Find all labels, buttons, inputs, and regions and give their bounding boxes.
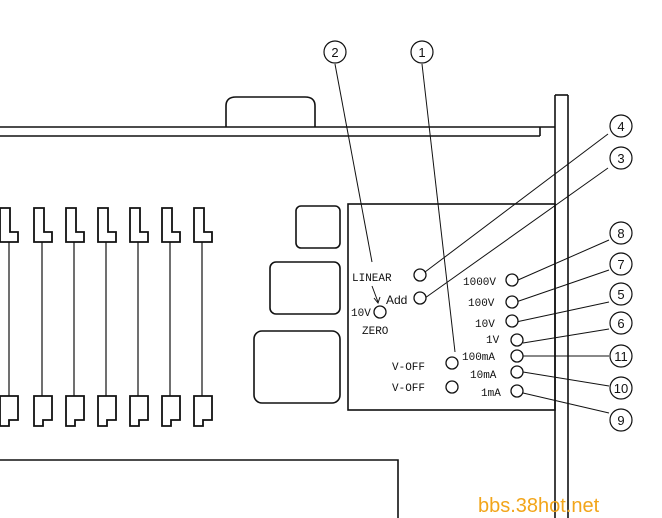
- callout-6-label: 6: [617, 316, 624, 331]
- square-button-middle: [269, 261, 341, 315]
- callout-11: 11: [609, 344, 633, 368]
- callout-4: 4: [609, 114, 633, 138]
- leader-5: [515, 301, 610, 323]
- callout-3: 3: [609, 146, 633, 170]
- callout-7: 7: [609, 252, 633, 276]
- range-labels: 1000V 100V 10V 1V 100mA 10mA 1mA: [462, 277, 501, 400]
- callout-8-label: 8: [617, 226, 624, 241]
- callout-2: 2: [323, 40, 347, 64]
- range-100v-label: 100V: [468, 298, 495, 310]
- front-panel: [347, 203, 556, 411]
- leader-9: [522, 392, 610, 414]
- leader-1: [421, 63, 456, 353]
- callout-8: 8: [609, 221, 633, 245]
- panel-buttons: [373, 268, 459, 394]
- callout-1-label: 1: [418, 45, 425, 60]
- panel-labels: LINEAR Add 10V ZERO V-OFF V-OFF: [351, 273, 425, 395]
- voff-label-top: V-OFF: [392, 362, 425, 374]
- callout-3-label: 3: [617, 151, 624, 166]
- leader-6: [522, 328, 610, 344]
- callout-4-label: 4: [617, 119, 624, 134]
- callout-10: 10: [609, 376, 633, 400]
- range-10ma-label: 10mA: [470, 370, 497, 382]
- 10v-zero-label: 10V: [351, 308, 371, 320]
- range-1ma-button[interactable]: [510, 384, 524, 398]
- leader-8: [517, 239, 610, 281]
- square-button-top: [295, 205, 341, 249]
- slider: [97, 207, 117, 427]
- voff-label-bottom: V-OFF: [392, 383, 425, 395]
- square-button-bottom: [253, 330, 341, 404]
- callout-11-label: 11: [614, 349, 628, 364]
- range-1v-label: 1V: [486, 335, 500, 347]
- voff-button-bottom[interactable]: [445, 380, 459, 394]
- callout-6: 6: [609, 311, 633, 335]
- range-1v-button[interactable]: [510, 333, 524, 347]
- slider: [65, 207, 85, 427]
- slider: [161, 207, 181, 427]
- leader-lines: [334, 63, 610, 414]
- slider: [33, 207, 53, 427]
- watermark: bbs.38hot.net: [478, 495, 600, 517]
- leader-10: [522, 371, 610, 387]
- range-1000v-label: 1000V: [463, 277, 496, 289]
- slider: [129, 207, 149, 427]
- leader-7: [515, 269, 610, 303]
- callout-9-label: 9: [617, 413, 624, 428]
- linear-label: LINEAR: [352, 273, 392, 285]
- range-1000v-button[interactable]: [505, 273, 519, 287]
- leader-4: [424, 133, 609, 273]
- range-1ma-label: 1mA: [481, 388, 501, 400]
- add-label: Add: [386, 293, 407, 307]
- linear-arrow: [371, 285, 379, 303]
- linear-button[interactable]: [413, 268, 427, 282]
- zero-button[interactable]: [373, 305, 387, 319]
- callout-7-label: 7: [617, 257, 624, 272]
- callouts: 1 2 3 4 5 6 7 8: [323, 40, 633, 432]
- square-buttons: [253, 205, 341, 404]
- leader-3: [424, 167, 609, 299]
- range-10v-label: 10V: [475, 319, 495, 331]
- slider: [193, 207, 213, 427]
- callout-10-label: 10: [614, 381, 628, 396]
- slider-tracks: [0, 207, 213, 427]
- callout-9: 9: [609, 408, 633, 432]
- zero-label: ZERO: [362, 326, 389, 338]
- range-10v-button[interactable]: [505, 314, 519, 328]
- callout-5: 5: [609, 282, 633, 306]
- range-100ma-button[interactable]: [510, 349, 524, 363]
- range-buttons: [505, 273, 524, 398]
- callout-1: 1: [410, 40, 434, 64]
- callout-2-label: 2: [331, 45, 338, 60]
- voff-button-top[interactable]: [445, 356, 459, 370]
- range-10ma-button[interactable]: [510, 365, 524, 379]
- range-100v-button[interactable]: [505, 295, 519, 309]
- add-button[interactable]: [413, 291, 427, 305]
- callout-5-label: 5: [617, 287, 624, 302]
- range-100ma-label: 100mA: [462, 352, 495, 364]
- slider: [0, 207, 19, 427]
- leader-2: [334, 63, 373, 263]
